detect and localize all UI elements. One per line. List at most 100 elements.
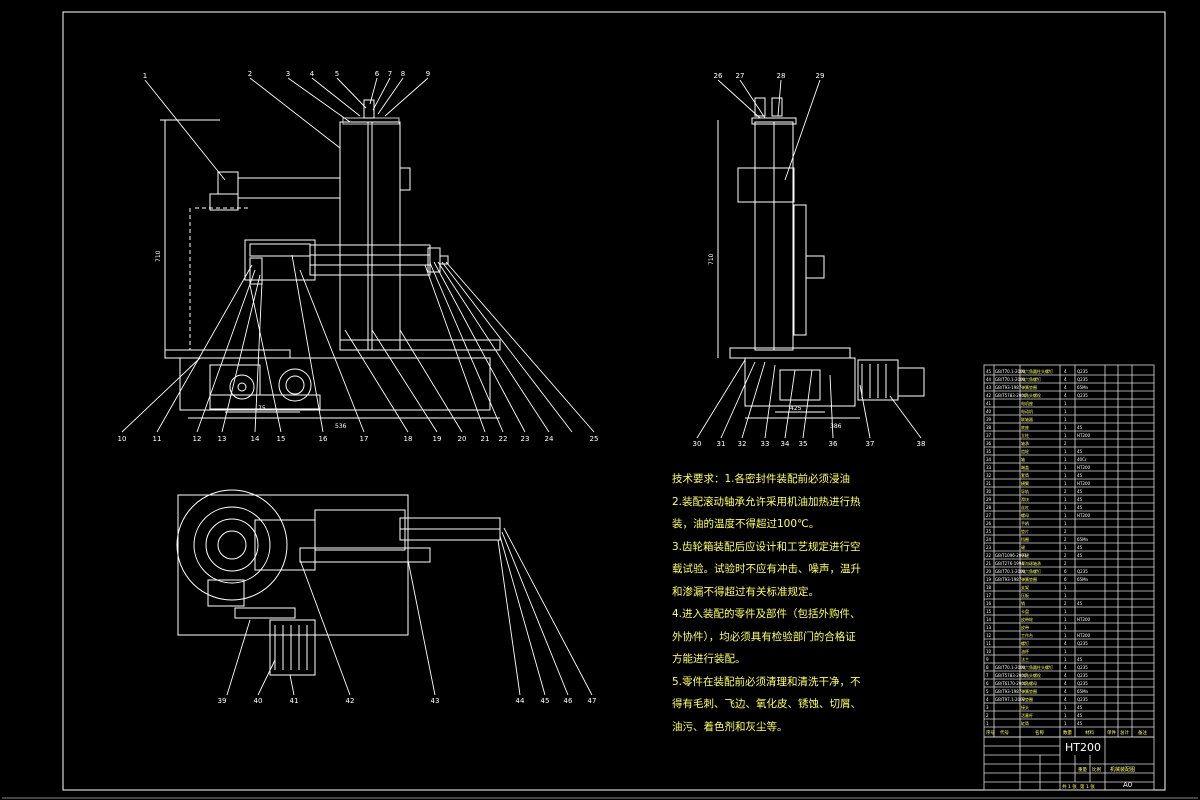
bom-seq: 10 [986, 649, 992, 654]
bom-qty: 4 [1064, 673, 1067, 678]
bom-material: 65Mn [1077, 537, 1089, 542]
bom-name: 联轴器 [1021, 416, 1033, 422]
bom-material: Q235 [1077, 641, 1088, 646]
bom-seq: 14 [986, 617, 992, 622]
bom-qty: 1 [1064, 449, 1067, 454]
req-line: 和渗漏不得超过有关标准规定。 [672, 585, 819, 598]
bom-name: 活塞杆 [1021, 712, 1033, 718]
callout-12: 12 [193, 435, 202, 443]
bom-header-cell: 序号 [986, 729, 995, 736]
callout-21: 21 [481, 435, 490, 443]
bom-name: 法兰 [1021, 656, 1029, 662]
bom-material: Q235 [1077, 377, 1088, 382]
callout-8: 8 [401, 70, 405, 78]
bom-name: 滑块 [1021, 496, 1029, 502]
weight-label: 重量 [1078, 766, 1087, 773]
bom-name: 卡盘 [1021, 608, 1029, 614]
bom-material: 65Mn [1077, 577, 1089, 582]
callout-45: 45 [541, 697, 550, 705]
bom-seq: 9 [986, 657, 989, 662]
bom-seq: 38 [986, 425, 992, 430]
callout-15: 15 [277, 435, 286, 443]
bom-name: 深沟球轴承 [1021, 560, 1041, 566]
bom-material: 40Cr [1077, 457, 1087, 462]
callout-20: 20 [458, 435, 467, 443]
req-line: 方能进行装配。 [672, 653, 746, 665]
bom-qty: 1 [1064, 609, 1067, 614]
callout-5: 5 [335, 70, 339, 78]
bom-code: GB/T70.1-2000 [995, 377, 1026, 382]
bom-qty: 4 [1064, 697, 1067, 702]
bom-header-cell: 材料 [1085, 729, 1094, 736]
bom-code: GB/T276-1994 [995, 561, 1024, 566]
bom-name: 缸筒 [1021, 720, 1029, 726]
req-line: 5.零件在装配前必须清理和清洗干净，不 [672, 675, 861, 688]
bom-name: 工作台 [1021, 632, 1033, 638]
bom-name: 底座 [1021, 424, 1029, 430]
dim-height-side: 710 [708, 253, 715, 265]
bom-code: GB/T1096-2003 [995, 553, 1027, 558]
material-label: HT200 [1065, 741, 1101, 754]
bom-qty: 4 [1064, 689, 1067, 694]
drawing-name: 机械装配图 [1110, 766, 1135, 773]
bom-material: Q235 [1077, 393, 1088, 398]
bom-qty: 1 [1064, 425, 1067, 430]
bom-qty: 1 [1064, 625, 1067, 630]
bom-seq: 29 [986, 497, 992, 502]
bom-seq: 37 [986, 433, 992, 438]
title-block [983, 736, 1155, 791]
callout-40: 40 [254, 697, 263, 705]
bom-seq: 40 [986, 409, 992, 414]
bom-material: 45 [1077, 425, 1083, 430]
bom-seq: 5 [986, 689, 989, 694]
dim-offset-front: 75 [258, 405, 266, 412]
req-line: 3.齿轮箱装配后应设计和工艺规定进行空 [672, 540, 861, 553]
req-line: 技术要求：1.各密封件装配前必须浸油 [672, 473, 851, 485]
bom-name: 内六角圆柱头螺钉 [1021, 368, 1053, 374]
bom-code: GB/T5783-2000 [995, 393, 1027, 398]
bom-qty: 1 [1064, 721, 1067, 726]
callout-44: 44 [516, 697, 525, 705]
bom-header-cell: 代号 [1000, 729, 1009, 736]
callout-32: 32 [738, 440, 747, 448]
callout-47: 47 [588, 697, 597, 705]
callout-4: 4 [310, 70, 315, 78]
bom-header-cell: 数量 [1063, 729, 1072, 736]
bom-seq: 42 [986, 393, 992, 398]
dim-width-front: 536 [335, 423, 347, 430]
bom-qty: 4 [1064, 665, 1067, 670]
bom-seq: 23 [986, 545, 992, 550]
sheet-number: 第 1 张 [1080, 783, 1095, 790]
bom-seq: 36 [986, 441, 992, 446]
bom-seq: 19 [986, 577, 992, 582]
dim-offset-side: 425 [790, 405, 802, 412]
bom-seq: 18 [986, 585, 992, 590]
bom-seq: 21 [986, 561, 992, 566]
req-line: 装，油的温度不得超过100℃。 [672, 518, 820, 530]
plan-view [176, 489, 501, 676]
callout-26: 26 [714, 72, 723, 80]
callout-35: 35 [799, 440, 808, 448]
callout-11: 11 [153, 435, 162, 443]
technical-requirements: 技术要求：1.各密封件装配前必须浸油 2.装配滚动轴承允许采用机油加热进行热 装… [672, 468, 972, 738]
req-line: 载试验。试验时不应有冲击、噪声，温升 [672, 563, 861, 575]
callout-43: 43 [431, 697, 440, 705]
bom-table [983, 364, 1155, 738]
callout-17: 17 [360, 435, 369, 443]
bom-qty: 6 [1064, 577, 1067, 582]
bom-seq: 43 [986, 385, 992, 390]
bom-qty: 6 [1064, 569, 1067, 574]
bom-qty: 1 [1064, 713, 1067, 718]
scale-label: 比例 [1092, 766, 1101, 773]
bom-qty: 1 [1064, 593, 1067, 598]
bom-seq: 8 [986, 665, 989, 670]
bom-seq: 24 [986, 537, 992, 542]
bom-code: GB/T70.1-2000 [995, 369, 1026, 374]
bom-name: 平垫圈 [1021, 696, 1033, 702]
bom-name: 套筒 [1021, 472, 1029, 478]
bom-material: Q235 [1077, 369, 1088, 374]
bom-qty: 1 [1064, 409, 1067, 414]
bom-qty: 2 [1064, 601, 1067, 606]
bom-name: 电动机 [1021, 408, 1033, 414]
bom-material: Q235 [1077, 681, 1088, 686]
